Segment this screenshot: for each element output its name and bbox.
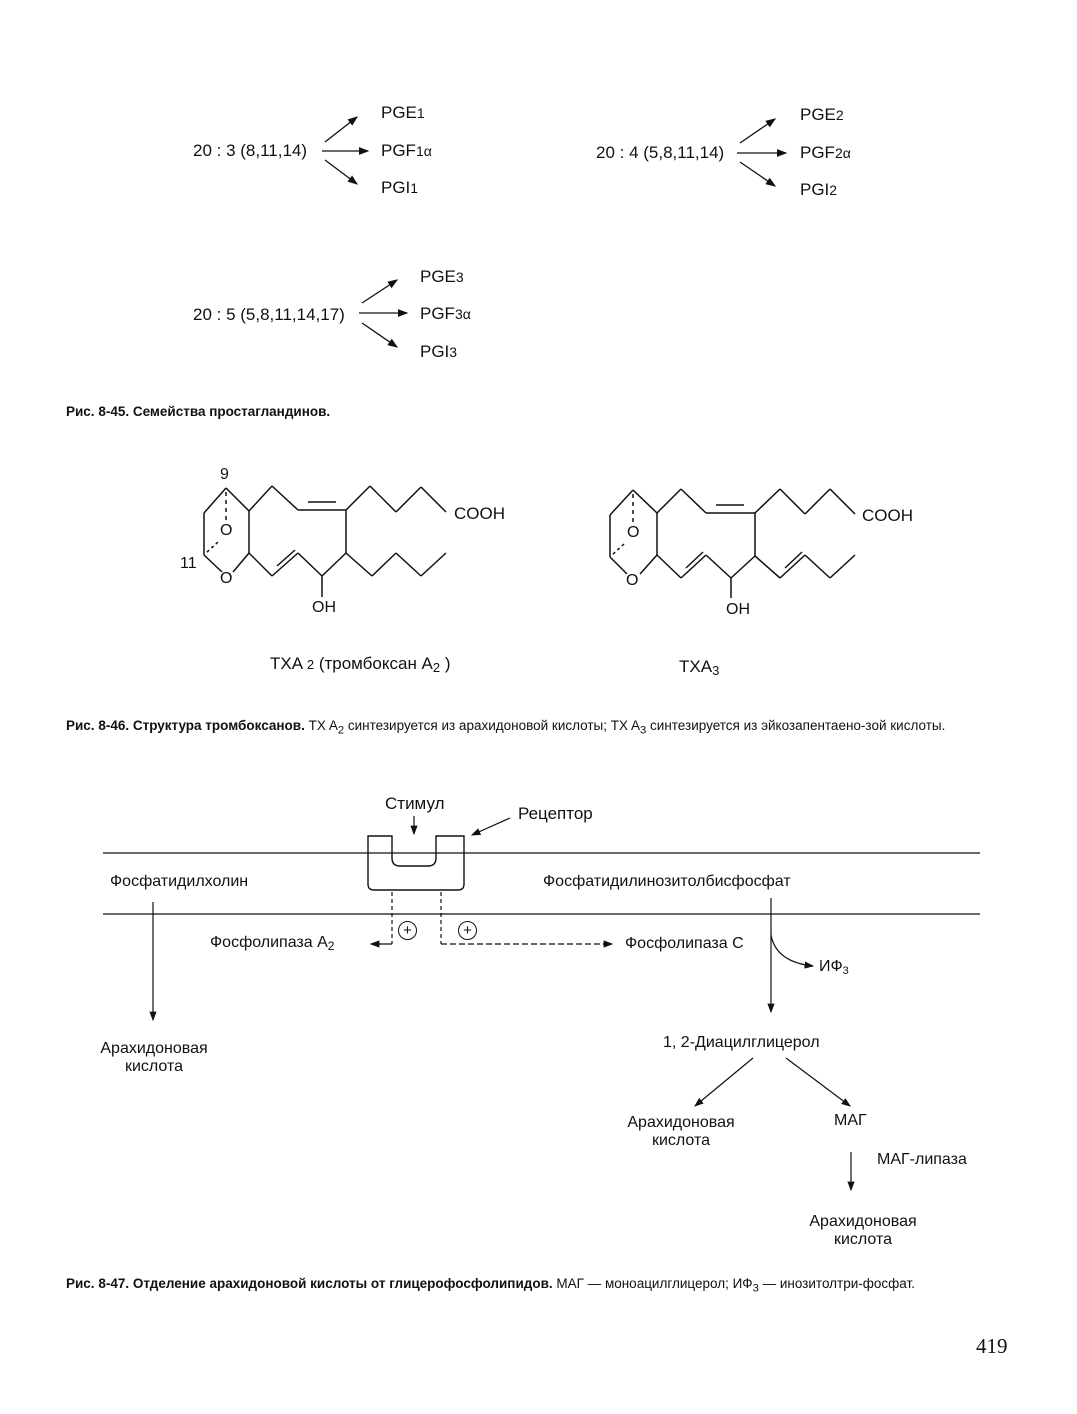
fig45-product-pgf2a: PGF2α <box>800 143 851 162</box>
fig45-family3-arrows <box>359 279 409 348</box>
txa2-label: TXA 2 (тромбоксан A2 ) <box>270 654 451 675</box>
fig47-diagram <box>103 816 980 1192</box>
txa3-label: TXA3 <box>679 657 720 678</box>
txa2-oh: OH <box>312 599 336 616</box>
txa2-oxygen-bridge: O <box>220 522 233 539</box>
stimulus-label: Стимул <box>385 794 445 813</box>
txa2-cooh: COOH <box>454 504 505 523</box>
fig46-caption: Рис. 8-46. Структура тромбоксанов. TX A2… <box>66 718 946 737</box>
phospholipase-c-label: Фосфолипаза С <box>625 935 744 952</box>
mag-lipase-label: МАГ-липаза <box>877 1151 967 1168</box>
txa3-oxygen-ring: O <box>626 572 639 589</box>
fig45-product-pge3: PGE3 <box>420 267 464 286</box>
fig45-arrows <box>322 116 788 348</box>
page-number: 419 <box>976 1334 1008 1358</box>
receptor-label: Рецептор <box>518 804 593 823</box>
fig45-product-pgi1: PGI1 <box>381 178 419 197</box>
fig45-acid-2: 20 : 4 (5,8,11,14) <box>596 143 725 162</box>
fig45-product-pge1: PGE1 <box>381 103 425 122</box>
txa3-oxygen-bridge: O <box>627 524 640 541</box>
ip3-label: ИФ3 <box>819 958 849 977</box>
fig45-product-pgi3: PGI3 <box>420 342 458 361</box>
fig45-acid-3: 20 : 5 (5,8,11,14,17) <box>193 305 345 324</box>
fig45-acid-1: 20 : 3 (8,11,14) <box>193 141 308 160</box>
fig46-structures <box>203 485 856 598</box>
diacylglycerol-label: 1, 2-Диацилглицерол <box>663 1034 820 1051</box>
txa2-atom-9: 9 <box>220 466 229 483</box>
fig45-product-pgf3a: PGF3α <box>420 304 471 323</box>
txa2-oxygen-ring: O <box>220 570 233 587</box>
phosphatidylcholine-label: Фосфатидилхолин <box>110 873 249 890</box>
receptor-shape <box>367 835 465 891</box>
phospholipase-a2-label: Фосфолипаза A2 <box>210 934 335 953</box>
fig47-caption: Рис. 8-47. Отделение арахидоновой кислот… <box>66 1276 915 1295</box>
activation-plus-a2: + <box>398 921 417 940</box>
txa2-atom-11: 11 <box>180 555 197 572</box>
fig45-product-pgf1a: PGF1α <box>381 141 432 160</box>
txa2-structure <box>203 485 447 597</box>
fig45-product-pgi2: PGI2 <box>800 180 838 199</box>
txa3-cooh: COOH <box>862 506 913 525</box>
fig45-product-pge2: PGE2 <box>800 105 844 124</box>
mag-label: МАГ <box>834 1112 867 1129</box>
txa3-oh: OH <box>726 601 750 618</box>
fig45-family1-arrows <box>322 116 370 185</box>
txa3-structure <box>609 488 856 598</box>
activation-plus-c: + <box>458 921 477 940</box>
fig45-caption: Рис. 8-45. Семейства простагландинов. <box>66 404 331 419</box>
pip2-label: Фосфатидилинозитолбисфосфат <box>543 873 791 890</box>
fig45-family2-arrows <box>737 118 788 187</box>
